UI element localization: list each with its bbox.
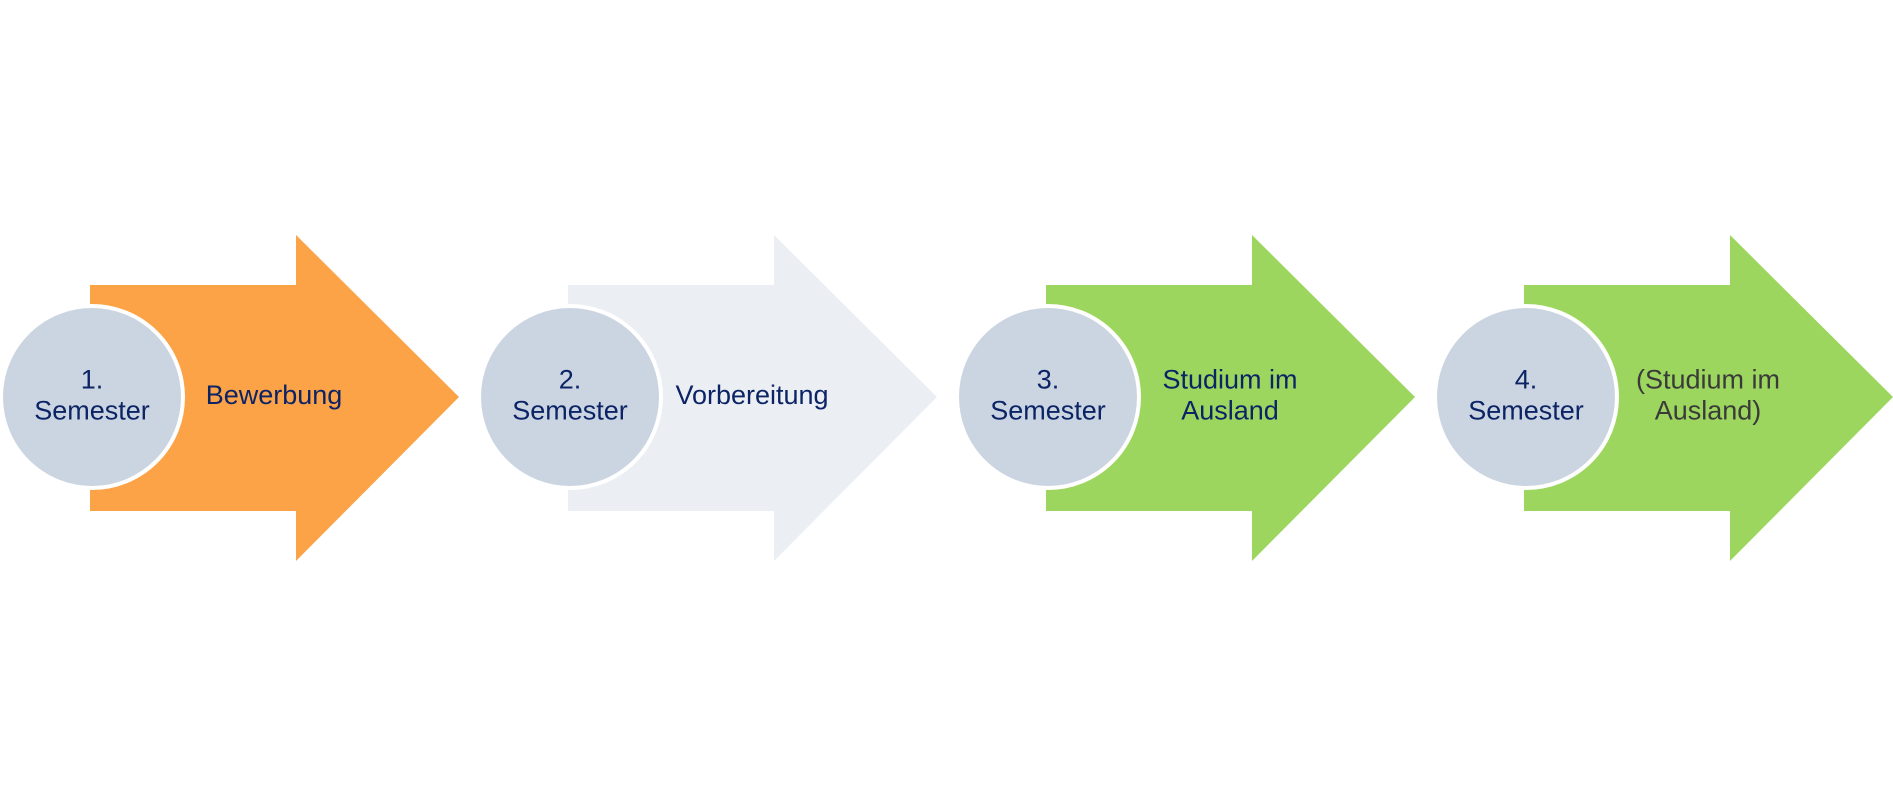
process-step-1: 1.Semester Bewerbung bbox=[0, 235, 459, 561]
step-label: Bewerbung bbox=[206, 380, 343, 410]
text-line: Ausland bbox=[1181, 396, 1279, 426]
text-line: (Studium im bbox=[1636, 365, 1780, 395]
text-line: 4. bbox=[1515, 365, 1538, 395]
text-line: Bewerbung bbox=[206, 380, 343, 410]
process-step-2: 2.Semester Vorbereitung bbox=[477, 235, 937, 561]
arrow-shape bbox=[1046, 235, 1415, 561]
text-line: Ausland) bbox=[1655, 396, 1762, 426]
arrow-shape bbox=[90, 235, 459, 561]
text-line: Semester bbox=[990, 396, 1106, 426]
text-line: Semester bbox=[512, 396, 628, 426]
text-line: 3. bbox=[1037, 365, 1060, 395]
semester-circle bbox=[955, 304, 1141, 490]
text-line: 2. bbox=[559, 365, 582, 395]
text-line: Vorbereitung bbox=[675, 380, 828, 410]
semester-label: 3.Semester bbox=[990, 365, 1106, 426]
step-label: Vorbereitung bbox=[675, 380, 828, 410]
semester-circle bbox=[477, 304, 663, 490]
semester-circle bbox=[0, 304, 185, 490]
text-line: Semester bbox=[1468, 396, 1584, 426]
semester-label: 2.Semester bbox=[512, 365, 628, 426]
semester-label: 4.Semester bbox=[1468, 365, 1584, 426]
semester-label: 1.Semester bbox=[34, 365, 150, 426]
text-line: Studium im bbox=[1162, 365, 1297, 395]
semester-circle bbox=[1433, 304, 1619, 490]
text-line: 1. bbox=[81, 365, 104, 395]
text-line: Semester bbox=[34, 396, 150, 426]
arrow-shape bbox=[1524, 235, 1893, 561]
arrow-shape bbox=[568, 235, 937, 561]
